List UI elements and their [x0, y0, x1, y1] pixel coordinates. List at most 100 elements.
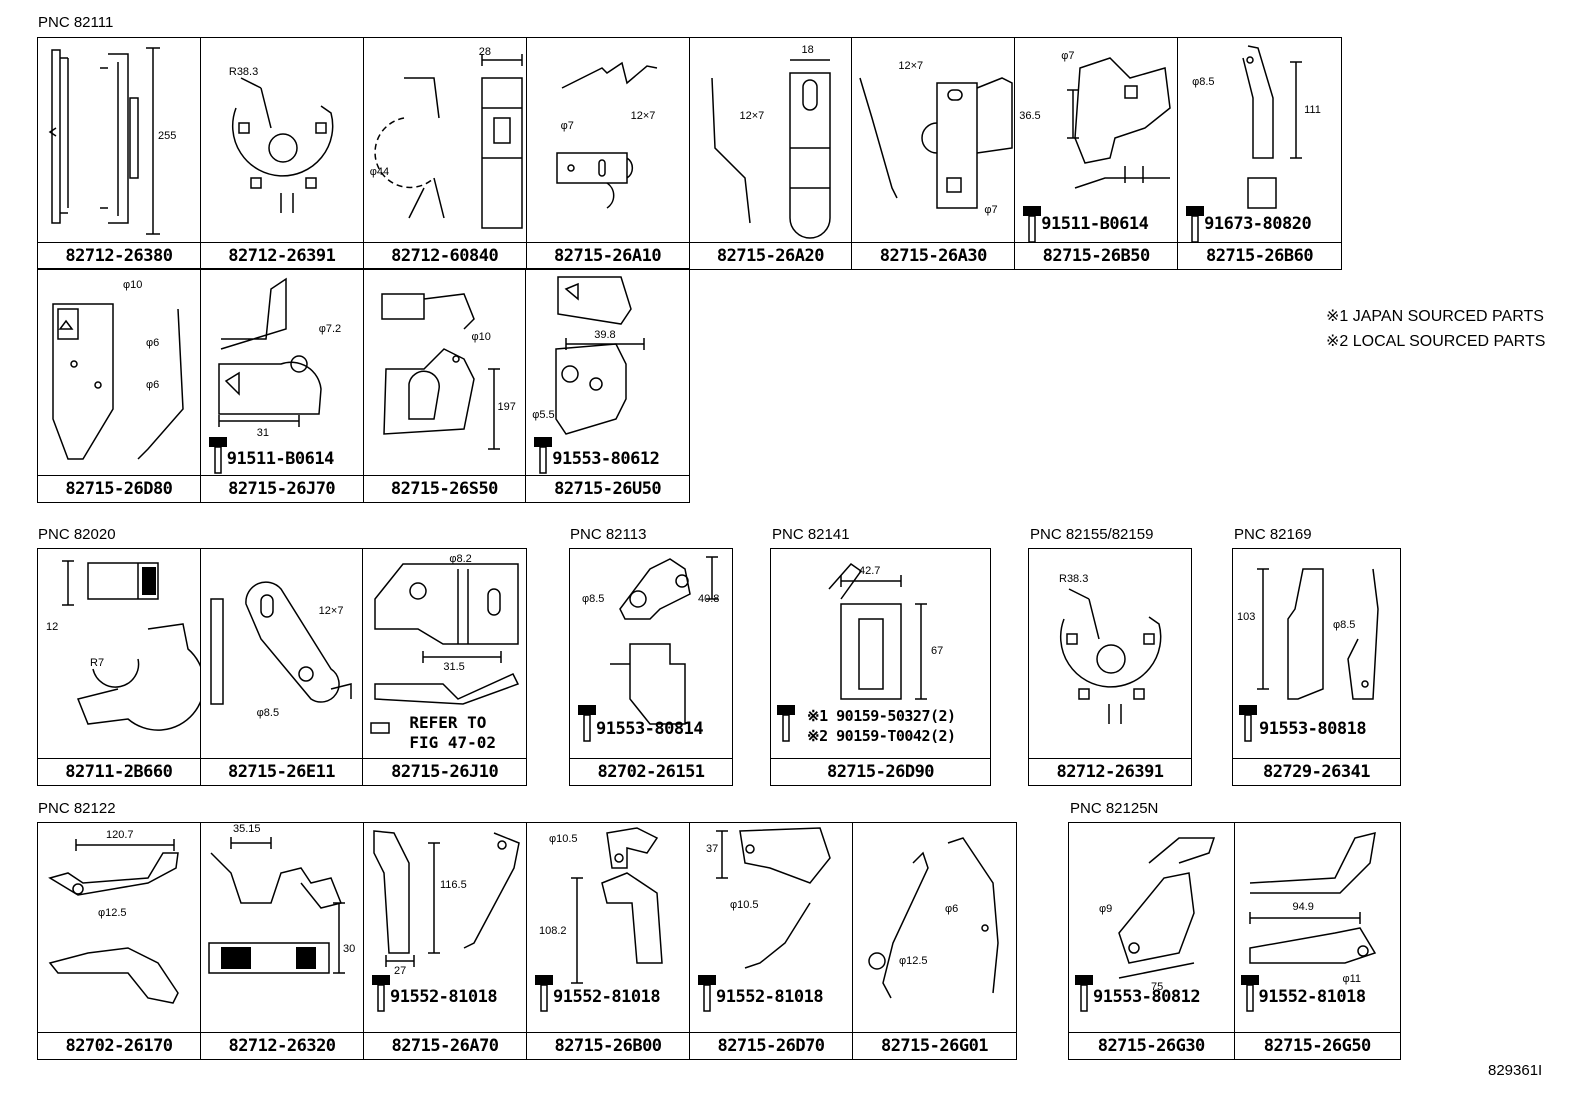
- part-cell-82715-26B60[interactable]: φ8.5 111 91673-80820 82715-26B60: [1178, 38, 1341, 269]
- part-cell-82702-26151[interactable]: φ8.5 40.8 91553-80814 82702-26151: [570, 549, 732, 785]
- part-number: 82729-26341: [1233, 758, 1400, 785]
- bolt-icon: [208, 437, 227, 474]
- parts-row-82125n: φ9 75 91553-80812 82715-26G30 94.9 φ11 9…: [1068, 822, 1401, 1060]
- part-illustration: [859, 77, 1014, 209]
- dim-label: φ12.5: [98, 907, 127, 919]
- reference-text: REFER TO FIG 47-02: [409, 713, 496, 753]
- dim-label: φ6: [146, 337, 160, 349]
- part-illustration: [209, 581, 352, 705]
- part-number: 82715-26A30: [852, 242, 1015, 269]
- dim-label: 12×7: [739, 110, 765, 122]
- part-illustration: [1067, 57, 1172, 189]
- dim-label: R7: [90, 657, 105, 669]
- part-cell-82712-60840[interactable]: 28 φ44 82712-60840: [363, 38, 527, 269]
- parts-row-82169: 103 φ8.5 91553-80818 82729-26341: [1232, 548, 1401, 786]
- dim-label: 30: [343, 943, 356, 955]
- part-cell-82715-26D90[interactable]: 42.7 67 ※1 90159-50327(2) ※2 90159-T0042…: [771, 549, 990, 785]
- part-cell-82715-26D70[interactable]: 37 φ10.5 91552-81018 82715-26D70: [690, 823, 853, 1059]
- part-illustration: [374, 563, 520, 705]
- dim-label: 75: [1151, 981, 1164, 993]
- dim-label: φ8.5: [1192, 76, 1215, 88]
- note-local-sourced: ※2 LOCAL SOURCED PARTS: [1326, 333, 1546, 350]
- part-illustration: [828, 563, 927, 700]
- part-illustration: [716, 827, 831, 969]
- part-number: 82715-26G50: [1234, 1032, 1400, 1059]
- bolt-part-number: 91511-B0614: [226, 449, 335, 469]
- part-cell-82712-26391[interactable]: R38.3 82712-26391: [200, 38, 364, 269]
- dim-label: R38.3: [228, 66, 259, 78]
- parts-row-82113: φ8.5 40.8 91553-80814 82702-26151: [569, 548, 733, 786]
- part-cell-82715-26G01[interactable]: φ6 φ12.5 82715-26G01: [853, 823, 1016, 1059]
- part-illustration: [231, 77, 334, 213]
- part-number: 82712-26391: [200, 242, 363, 269]
- part-number: 82715-26A20: [689, 242, 852, 269]
- group-label-82125n: PNC 82125N: [1070, 800, 1159, 817]
- dim-label: 36.5: [1019, 110, 1041, 122]
- part-cell-82729-26341[interactable]: 103 φ8.5 91553-80818 82729-26341: [1233, 549, 1400, 785]
- bolt-part-number: 91552-81018: [1258, 987, 1367, 1007]
- part-illustration: [555, 276, 645, 435]
- part-cell-82711-2B660[interactable]: 12 R7 82711-2B660: [38, 549, 201, 785]
- part-cell-82715-26B50[interactable]: φ7 36.5 91511-B0614 82715-26B50: [1015, 38, 1179, 269]
- bolt-part-number: 91552-81018: [716, 987, 824, 1007]
- part-cell-82715-26G30[interactable]: φ9 75 91553-80812 82715-26G30: [1069, 823, 1235, 1059]
- part-cell-82715-26A10[interactable]: φ7 12×7 82715-26A10: [526, 38, 690, 269]
- dim-label: 27: [394, 965, 407, 977]
- dim-label: φ44: [369, 166, 390, 178]
- part-cell-82712-26320[interactable]: 35.15 30 82712-26320: [201, 823, 364, 1059]
- dim-label: 31.5: [443, 661, 465, 673]
- part-number: 82715-26A10: [526, 242, 689, 269]
- parts-row-2: φ10 φ6 φ6 82715-26D80 φ7.2 31 91511-B061…: [37, 268, 690, 503]
- part-illustration: [1242, 45, 1303, 209]
- bolt-icon: [578, 705, 596, 742]
- part-cell-82715-26D80[interactable]: φ10 φ6 φ6 82715-26D80: [38, 269, 201, 502]
- part-illustration: [868, 837, 999, 999]
- part-cell-82715-26U50[interactable]: 39.8 φ5.5 91553-80612 82715-26U50: [526, 269, 689, 502]
- part-illustration: [373, 830, 520, 967]
- parts-row-82020: 12 R7 82711-2B660 12×7 φ8.5 82715-26E11 …: [37, 548, 527, 786]
- dim-label: 39.8: [594, 329, 616, 341]
- part-cell-82715-26A70[interactable]: 116.5 27 91552-81018 82715-26A70: [364, 823, 527, 1059]
- part-cell-82715-26A20[interactable]: 18 12×7 82715-26A20: [689, 38, 853, 269]
- bolt-part-number-1: ※1 90159-50327(2): [807, 707, 956, 725]
- part-cell-82715-26S50[interactable]: φ10 197 82715-26S50: [363, 269, 527, 502]
- dim-label: 116.5: [440, 879, 467, 891]
- part-cell-82715-26G50[interactable]: 94.9 φ11 91552-81018 82715-26G50: [1234, 823, 1400, 1059]
- part-cell-82715-26B00[interactable]: φ10.5 108.2 91552-81018 82715-26B00: [527, 823, 690, 1059]
- dim-label: 42.7: [859, 565, 881, 577]
- bolt-icon: [535, 975, 553, 1012]
- dim-label: φ7: [984, 204, 998, 216]
- dim-label: φ7: [1061, 50, 1075, 62]
- bolt-part-number: 91552-81018: [390, 987, 498, 1007]
- group-label-82155-82159: PNC 82155/82159: [1030, 526, 1154, 543]
- dim-label: φ10.5: [730, 899, 759, 911]
- bolt-part-number: 91673-80820: [1204, 214, 1312, 234]
- part-number: 82712-26380: [38, 242, 200, 269]
- part-number: 82715-26D70: [690, 1032, 852, 1059]
- part-cell-82715-26E11[interactable]: 12×7 φ8.5 82715-26E11: [200, 549, 364, 785]
- part-number: 82715-26G01: [853, 1032, 1016, 1059]
- parts-row-1: 255 82712-26380 R38.3 82712-26391 28 φ44…: [37, 37, 1342, 270]
- dim-label: 31: [256, 427, 269, 439]
- parts-row-82122: 120.7 φ12.5 82702-26170 35.15 30 82712-2…: [37, 822, 1017, 1060]
- part-cell-82712-26391-b[interactable]: R38.3 82712-26391: [1029, 549, 1191, 785]
- part-cell-82715-26A30[interactable]: 12×7 φ7 82715-26A30: [852, 38, 1016, 269]
- part-cell-82712-26380[interactable]: 255 82712-26380: [38, 38, 201, 269]
- dim-label: φ10: [123, 279, 143, 291]
- bolt-icon: [1240, 975, 1259, 1012]
- dim-label: φ9: [1099, 903, 1113, 915]
- dim-label: 94.9: [1292, 901, 1314, 913]
- dim-label: 35.15: [233, 823, 261, 835]
- part-illustration: [374, 54, 523, 229]
- part-number: 82715-26G30: [1069, 1032, 1234, 1059]
- part-illustration: [62, 560, 201, 731]
- part-number: 82715-26D80: [38, 475, 200, 502]
- reference-line-2: FIG 47-02: [409, 733, 497, 752]
- bolt-part-number: 91553-80814: [596, 719, 704, 739]
- bolt-part-number: 91553-80812: [1093, 987, 1201, 1007]
- part-cell-82702-26170[interactable]: 120.7 φ12.5 82702-26170: [38, 823, 201, 1059]
- part-cell-82715-26J70[interactable]: φ7.2 31 91511-B0614 82715-26J70: [200, 269, 364, 502]
- dim-label: φ10: [471, 331, 491, 343]
- part-cell-82715-26J10[interactable]: φ8.2 31.5 REFER TO FIG 47-02 82715-26J10: [363, 549, 527, 785]
- bolt-part-number: 91552-81018: [553, 987, 661, 1007]
